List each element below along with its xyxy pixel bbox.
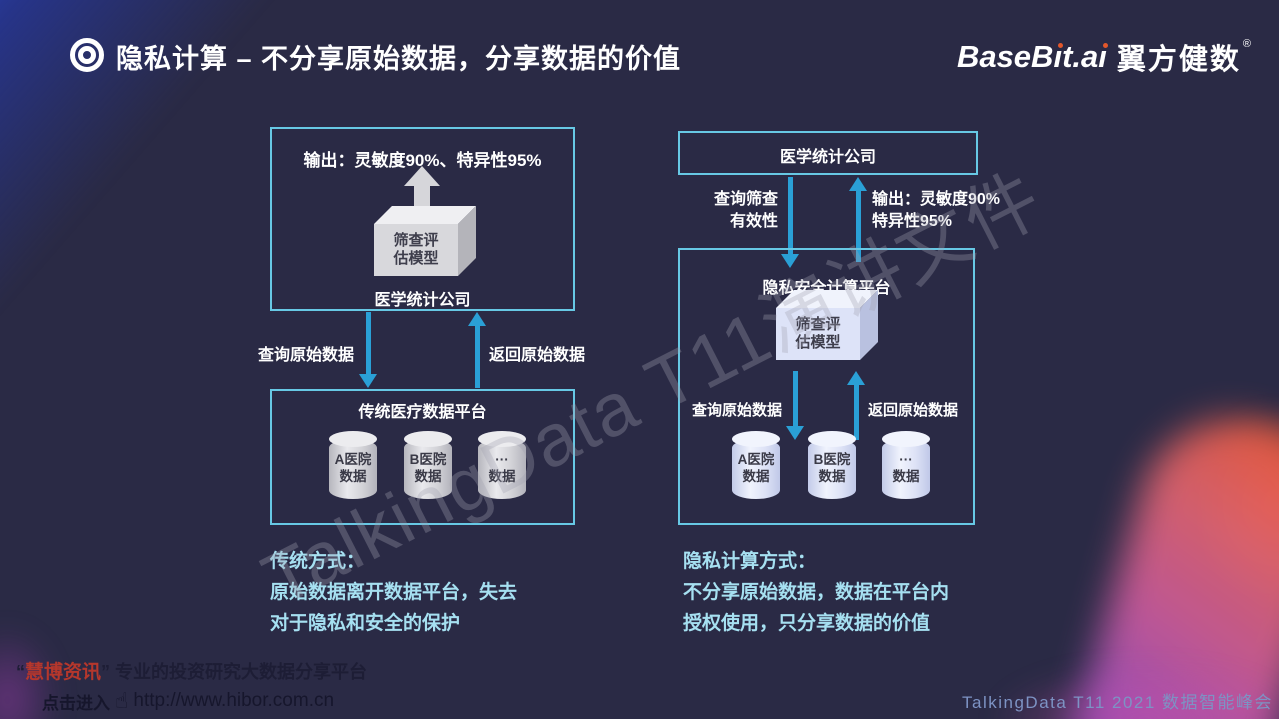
- database-cylinder-more: ···数据: [882, 431, 930, 499]
- right-company-box: [678, 131, 978, 175]
- left-query-down-arrow: [359, 312, 377, 388]
- model-box-label: 筛查评 估模型: [393, 232, 439, 267]
- left-query-label: 查询原始数据: [257, 347, 354, 364]
- right-platform-box: [678, 248, 975, 525]
- left-caption-title: 传统方式：: [270, 551, 366, 572]
- screening-model-3d-box: 筛查评 估模型: [374, 206, 476, 276]
- left-return-up-arrow: [468, 312, 486, 388]
- hibor-link-line: 点击进入 ☝ http://www.hibor.com.cn: [42, 688, 334, 714]
- right-caption-title: 隐私计算方式：: [683, 551, 817, 572]
- box-top-face: [776, 290, 878, 308]
- magenta-ribbon-decoration: [1050, 396, 1279, 719]
- database-cylinder-a: A医院数据: [329, 431, 377, 499]
- right-output-up-arrow: [849, 177, 867, 262]
- cylinder-top: [732, 431, 780, 447]
- registered-trademark-symbol: ®: [1242, 38, 1251, 50]
- database-cylinder-a: A医院数据: [732, 431, 780, 499]
- box-side-face: [458, 206, 476, 276]
- left-caption-line1: 原始数据离开数据平台，失去: [270, 582, 518, 603]
- right-query-validity-down-arrow: [781, 177, 799, 268]
- bullseye-inner-ring: [78, 46, 96, 64]
- right-inner-return-up-arrow: [847, 371, 865, 440]
- page-title: 隐私计算 – 不分享原始数据，分享数据的价值: [116, 44, 682, 74]
- hibor-tagline: 专业的投资研究大数据分享平台: [115, 662, 368, 682]
- target-bullseye-icon: [70, 38, 104, 72]
- right-caption-line2: 授权使用，只分享数据的价值: [683, 613, 931, 634]
- cylinder-top: [808, 431, 856, 447]
- right-company-label: 医学统计公司: [779, 149, 876, 166]
- left-platform-title: 传统医疗数据平台: [358, 404, 487, 421]
- private-screening-model-3d-box: 筛查评 估模型: [776, 290, 878, 360]
- right-query-validity-label: 查询筛查 有效性: [713, 191, 778, 230]
- orange-glow-decoration: [1160, 370, 1279, 640]
- right-inner-return-label: 返回原始数据: [868, 402, 959, 419]
- left-platform-box: [270, 389, 575, 525]
- close-quote: ”: [101, 662, 111, 682]
- cylinder-top: [329, 431, 377, 447]
- block-arrow-head: [404, 166, 440, 186]
- box-side-face: [860, 290, 878, 360]
- cylinder-top: [404, 431, 452, 447]
- database-cylinder-b: B医院数据: [404, 431, 452, 499]
- hibor-brand-line: “慧博资讯” 专业的投资研究大数据分享平台: [16, 657, 367, 684]
- right-inner-query-label: 查询原始数据: [691, 402, 782, 419]
- database-cylinder-b: B医院数据: [808, 431, 856, 499]
- left-caption: 传统方式： 原始数据离开数据平台，失去 对于隐私和安全的保护: [270, 546, 517, 639]
- right-inner-query-down-arrow: [786, 371, 804, 440]
- hibor-brand: 慧博资讯: [25, 662, 102, 683]
- click-enter-label[interactable]: 点击进入: [42, 693, 110, 713]
- left-return-label: 返回原始数据: [489, 347, 586, 364]
- conference-credit: TalkingData T11 2021 数据智能峰会: [962, 693, 1274, 712]
- model-box-label: 筛查评 估模型: [795, 316, 841, 351]
- box-front-face: [776, 308, 860, 360]
- click-hand-icon: ☝: [115, 688, 129, 713]
- hibor-url-link[interactable]: http://www.hibor.com.cn: [133, 690, 335, 711]
- database-cylinder-more: ···数据: [478, 431, 526, 499]
- right-output-label: 输出：灵敏度90% 特异性95%: [872, 191, 1001, 230]
- cylinder-top: [882, 431, 930, 447]
- right-caption-line1: 不分享原始数据，数据在平台内: [683, 582, 950, 603]
- left-caption-line2: 对于隐私和安全的保护: [270, 613, 461, 634]
- cylinder-top: [478, 431, 526, 447]
- open-quote: “: [16, 662, 25, 682]
- left-owner-label: 医学统计公司: [374, 292, 471, 309]
- logo-cjk-text: 翼方健数: [1116, 44, 1241, 76]
- right-caption: 隐私计算方式： 不分享原始数据，数据在平台内 授权使用，只分享数据的价值: [683, 546, 949, 639]
